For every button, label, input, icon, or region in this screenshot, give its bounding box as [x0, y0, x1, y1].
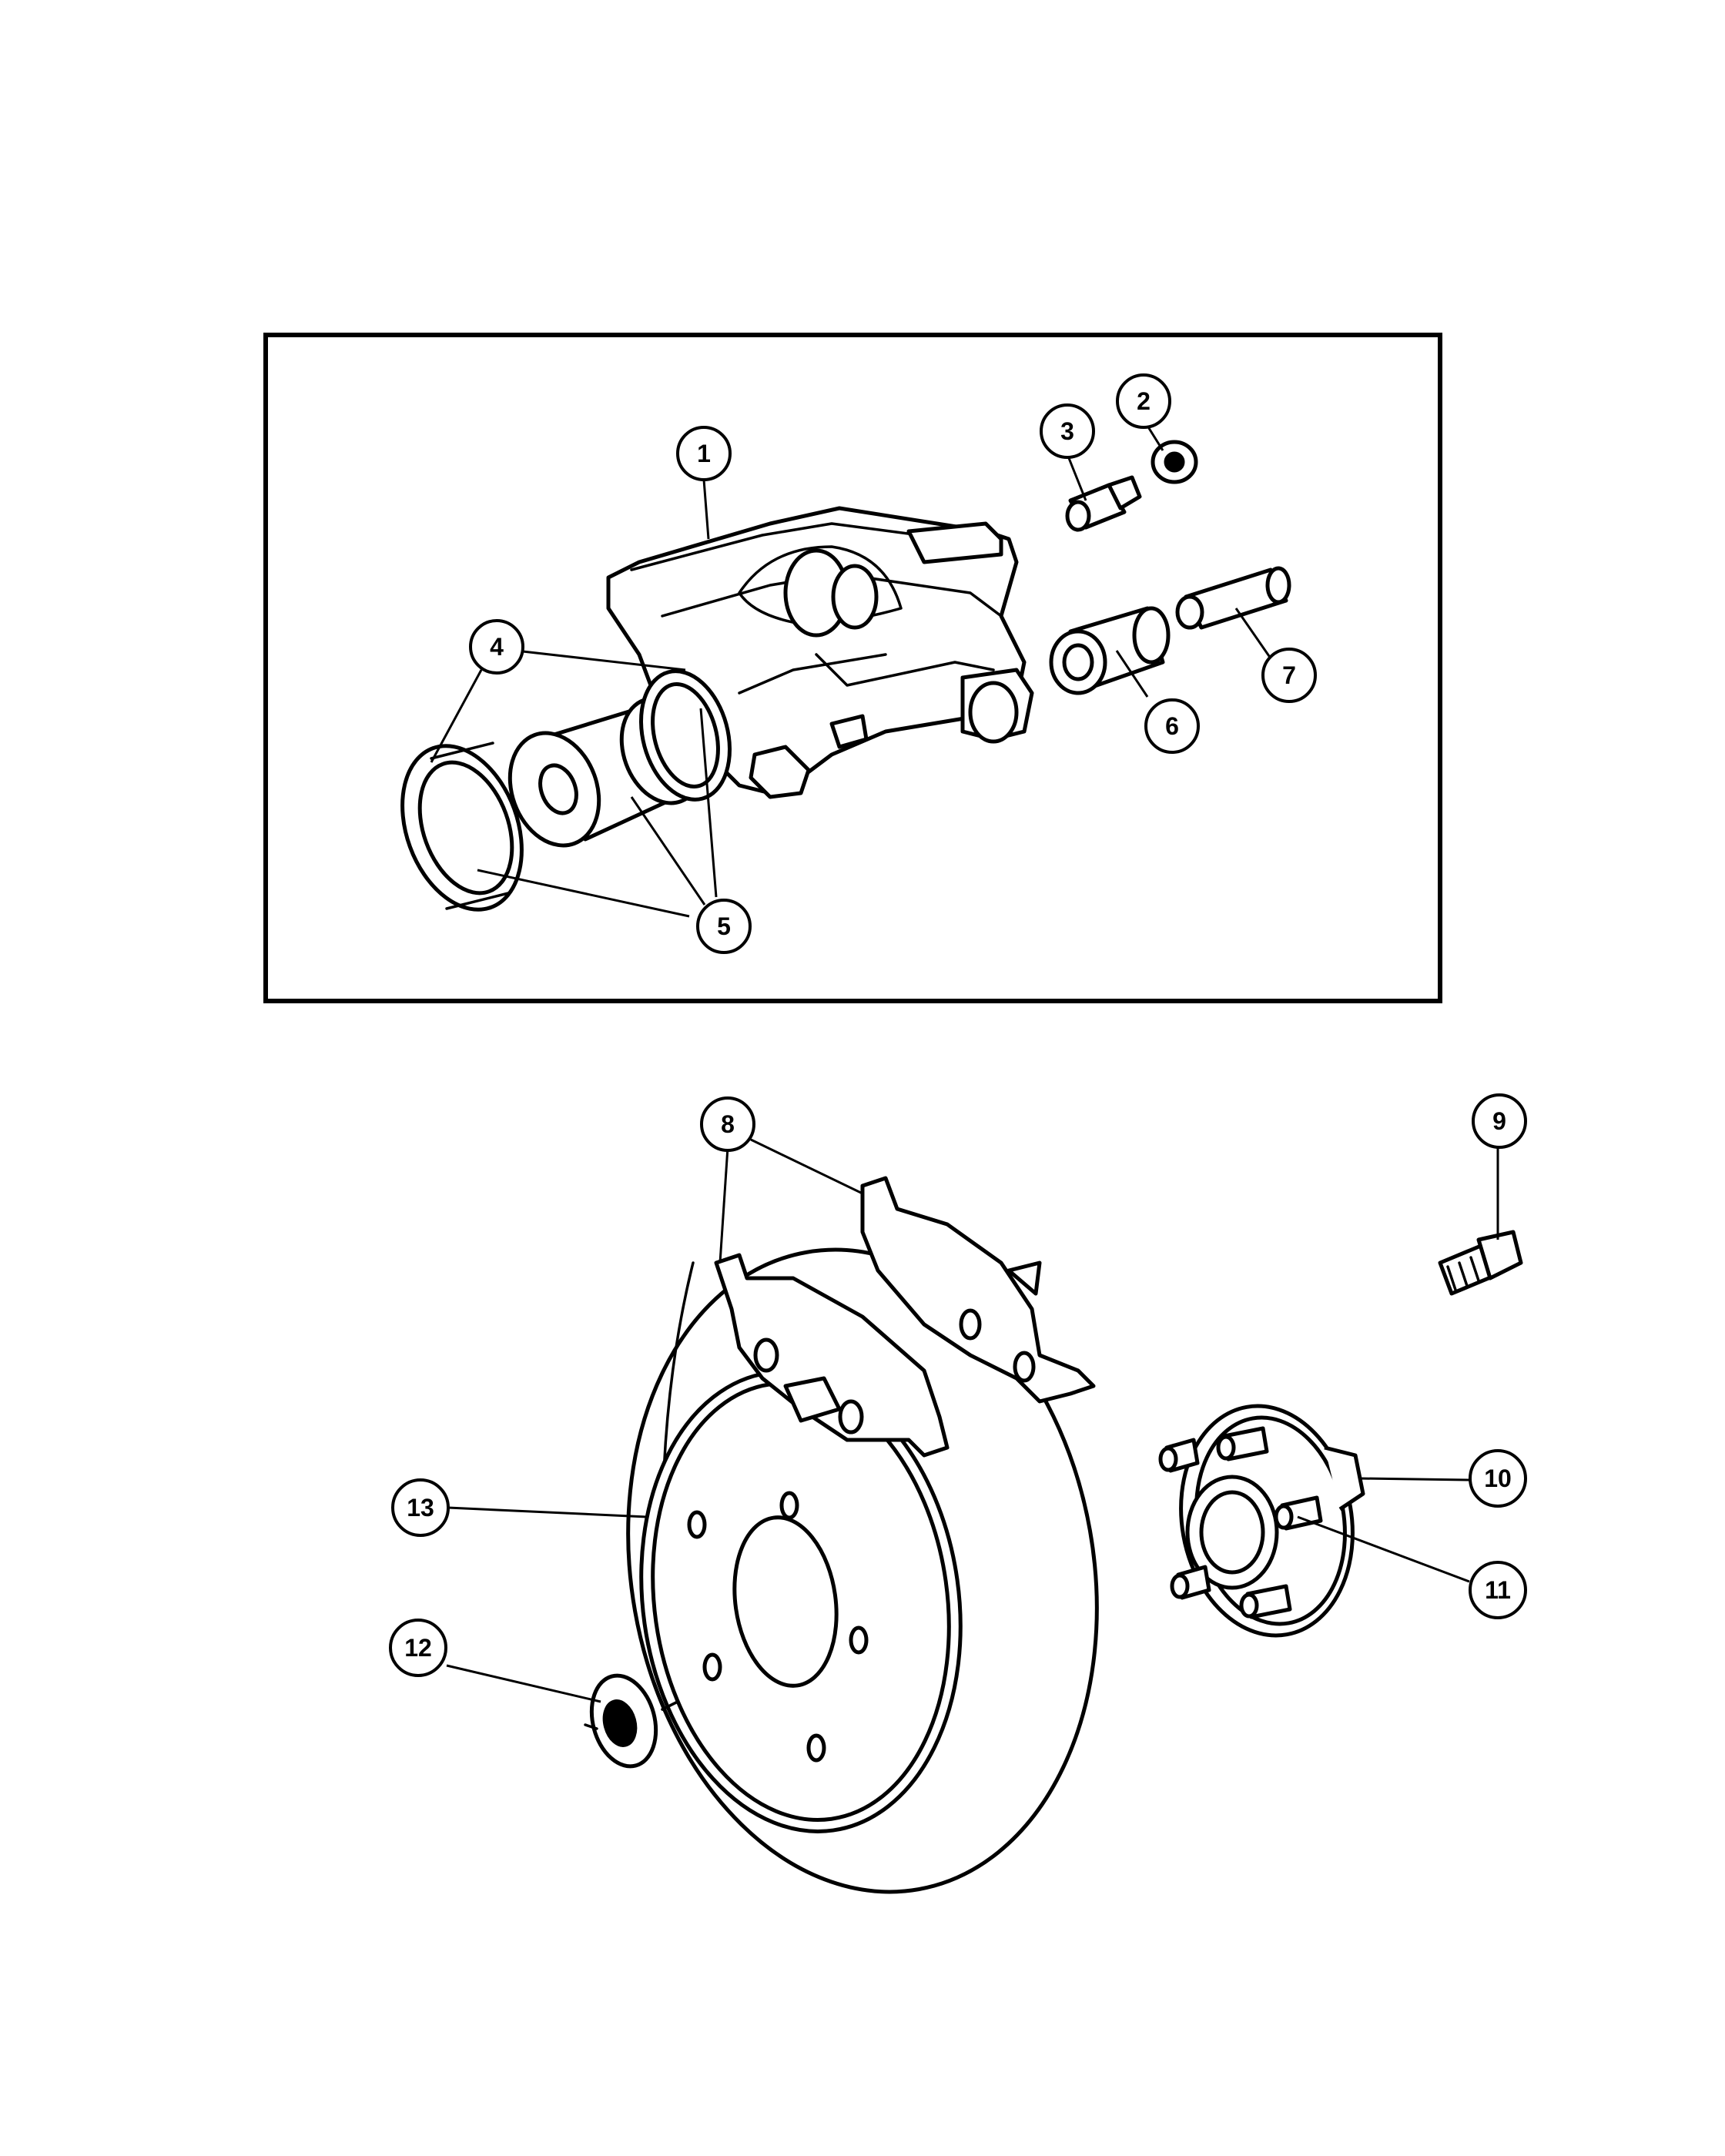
wheel-studs — [1158, 1426, 1323, 1619]
callout-9: 9 — [1472, 1093, 1527, 1149]
callout-1: 1 — [676, 426, 732, 481]
callout-5-label: 5 — [717, 912, 731, 940]
callout-2-label: 2 — [1137, 387, 1151, 415]
guide-pin-small — [1065, 475, 1142, 532]
brake-rotor — [626, 1247, 1099, 1894]
callout-11-label: 11 — [1485, 1576, 1511, 1604]
callout-1-label: 1 — [697, 440, 711, 467]
callout-7-label: 7 — [1282, 661, 1296, 689]
callout-3-label: 3 — [1060, 417, 1074, 445]
caliper-inset-frame — [263, 333, 1442, 1003]
leader-lines — [430, 419, 1499, 1703]
callout-10: 10 — [1469, 1449, 1527, 1508]
wheel-hub — [1179, 1404, 1365, 1638]
callout-8: 8 — [700, 1096, 755, 1152]
callout-4: 4 — [469, 619, 524, 675]
hub-bolt — [1438, 1230, 1523, 1296]
bleeder-cap — [1151, 440, 1198, 484]
guide-bushing — [1049, 606, 1171, 695]
callout-9-label: 9 — [1492, 1107, 1506, 1135]
retainer-washer — [584, 1673, 679, 1769]
callout-6: 6 — [1144, 698, 1200, 754]
callout-2: 2 — [1116, 373, 1171, 429]
callout-6-label: 6 — [1165, 712, 1179, 740]
callout-13: 13 — [391, 1478, 450, 1537]
piston-boot — [400, 742, 524, 912]
callout-3: 3 — [1040, 403, 1095, 459]
brake-pads — [714, 1176, 1096, 1458]
callout-11: 11 — [1469, 1561, 1527, 1619]
callout-5: 5 — [696, 899, 752, 954]
callout-4-label: 4 — [490, 633, 504, 661]
callout-10-label: 10 — [1484, 1465, 1512, 1492]
callout-7: 7 — [1261, 648, 1317, 703]
guide-pin-long — [1175, 566, 1291, 630]
callout-12-label: 12 — [404, 1634, 432, 1662]
callout-12: 12 — [389, 1619, 447, 1677]
callout-8-label: 8 — [721, 1110, 735, 1138]
callout-13-label: 13 — [407, 1494, 434, 1522]
